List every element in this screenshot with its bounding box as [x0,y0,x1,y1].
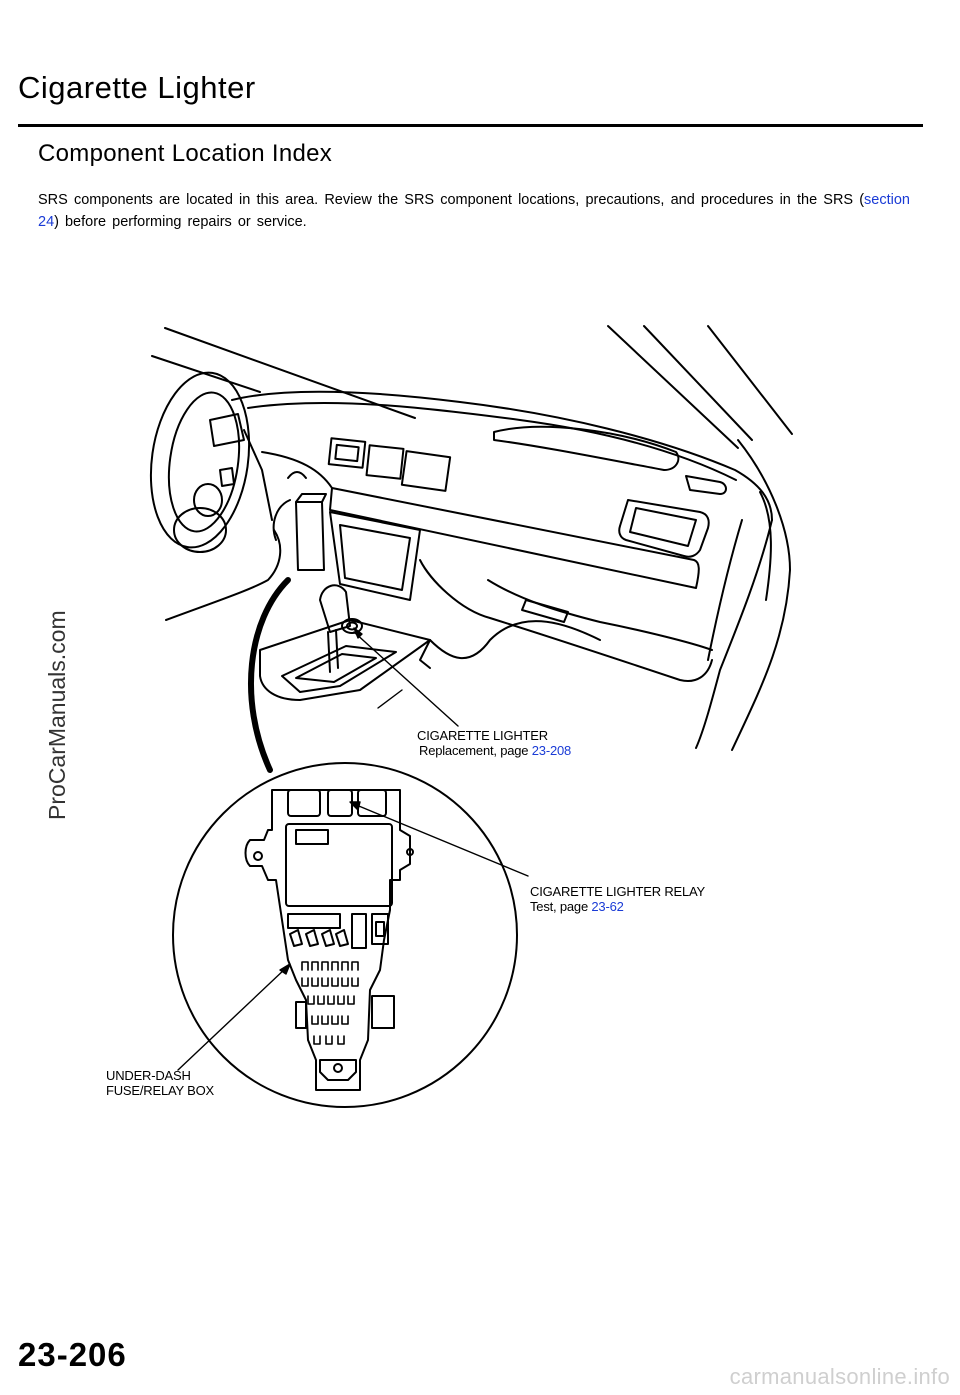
callout-relay-ref-prefix: Test, page [530,899,592,914]
callout-cigarette-lighter-relay: CIGARETTE LIGHTER RELAY Test, page 23-62 [530,884,705,914]
windshield-lines [151,325,793,449]
page-23-62-link[interactable]: 23-62 [591,899,624,914]
detail-circle [172,762,518,1108]
center-block [295,493,327,571]
center-vents [327,437,452,492]
callout-fuse-box-line1: UNDER-DASH [106,1068,191,1083]
intro-text-after: ) before performing repairs or service. [54,214,307,230]
lower-left-dash [165,451,333,621]
dashboard-body [231,390,773,749]
fuse-relay-box [244,789,414,1091]
page-number: 23-206 [18,1336,127,1373]
page-23-208-link[interactable]: 23-208 [531,743,572,758]
callout-fuse-relay-box: UNDER-DASH FUSE/RELAY BOX [106,1068,214,1098]
fuse-box-leader [177,963,291,1071]
intro-paragraph: SRS components are located in this area.… [38,189,910,233]
section-24-link[interactable]: section 24 [38,192,910,230]
intro-text-before: SRS components are located in this area.… [38,192,865,208]
callout-cigarette-lighter: CIGARETTE LIGHTER Replacement, page 23-2… [417,728,571,758]
section-title: Component Location Index [38,140,333,167]
callout-fuse-box-line2: FUSE/RELAY BOX [106,1083,214,1098]
callout-relay-ref: Test, page 23-62 [530,899,705,914]
door-edge [731,439,791,751]
center-console [259,584,431,701]
detail-connector [247,577,291,773]
right-vent [493,425,727,558]
title-divider [18,124,923,127]
callout-lighter-ref: Replacement, page 23-208 [417,743,571,758]
steering-wheel [149,371,273,553]
page-title: Cigarette Lighter [18,70,256,105]
footer-watermark: carmanualsonline.info [729,1364,950,1389]
callout-relay-name: CIGARETTE LIGHTER RELAY [530,884,706,899]
callout-lighter-ref-prefix: Replacement, page [419,743,532,758]
callout-lighter-name: CIGARETTE LIGHTER [417,728,548,743]
relay-leader [349,801,529,877]
lighter-leader [353,627,459,727]
